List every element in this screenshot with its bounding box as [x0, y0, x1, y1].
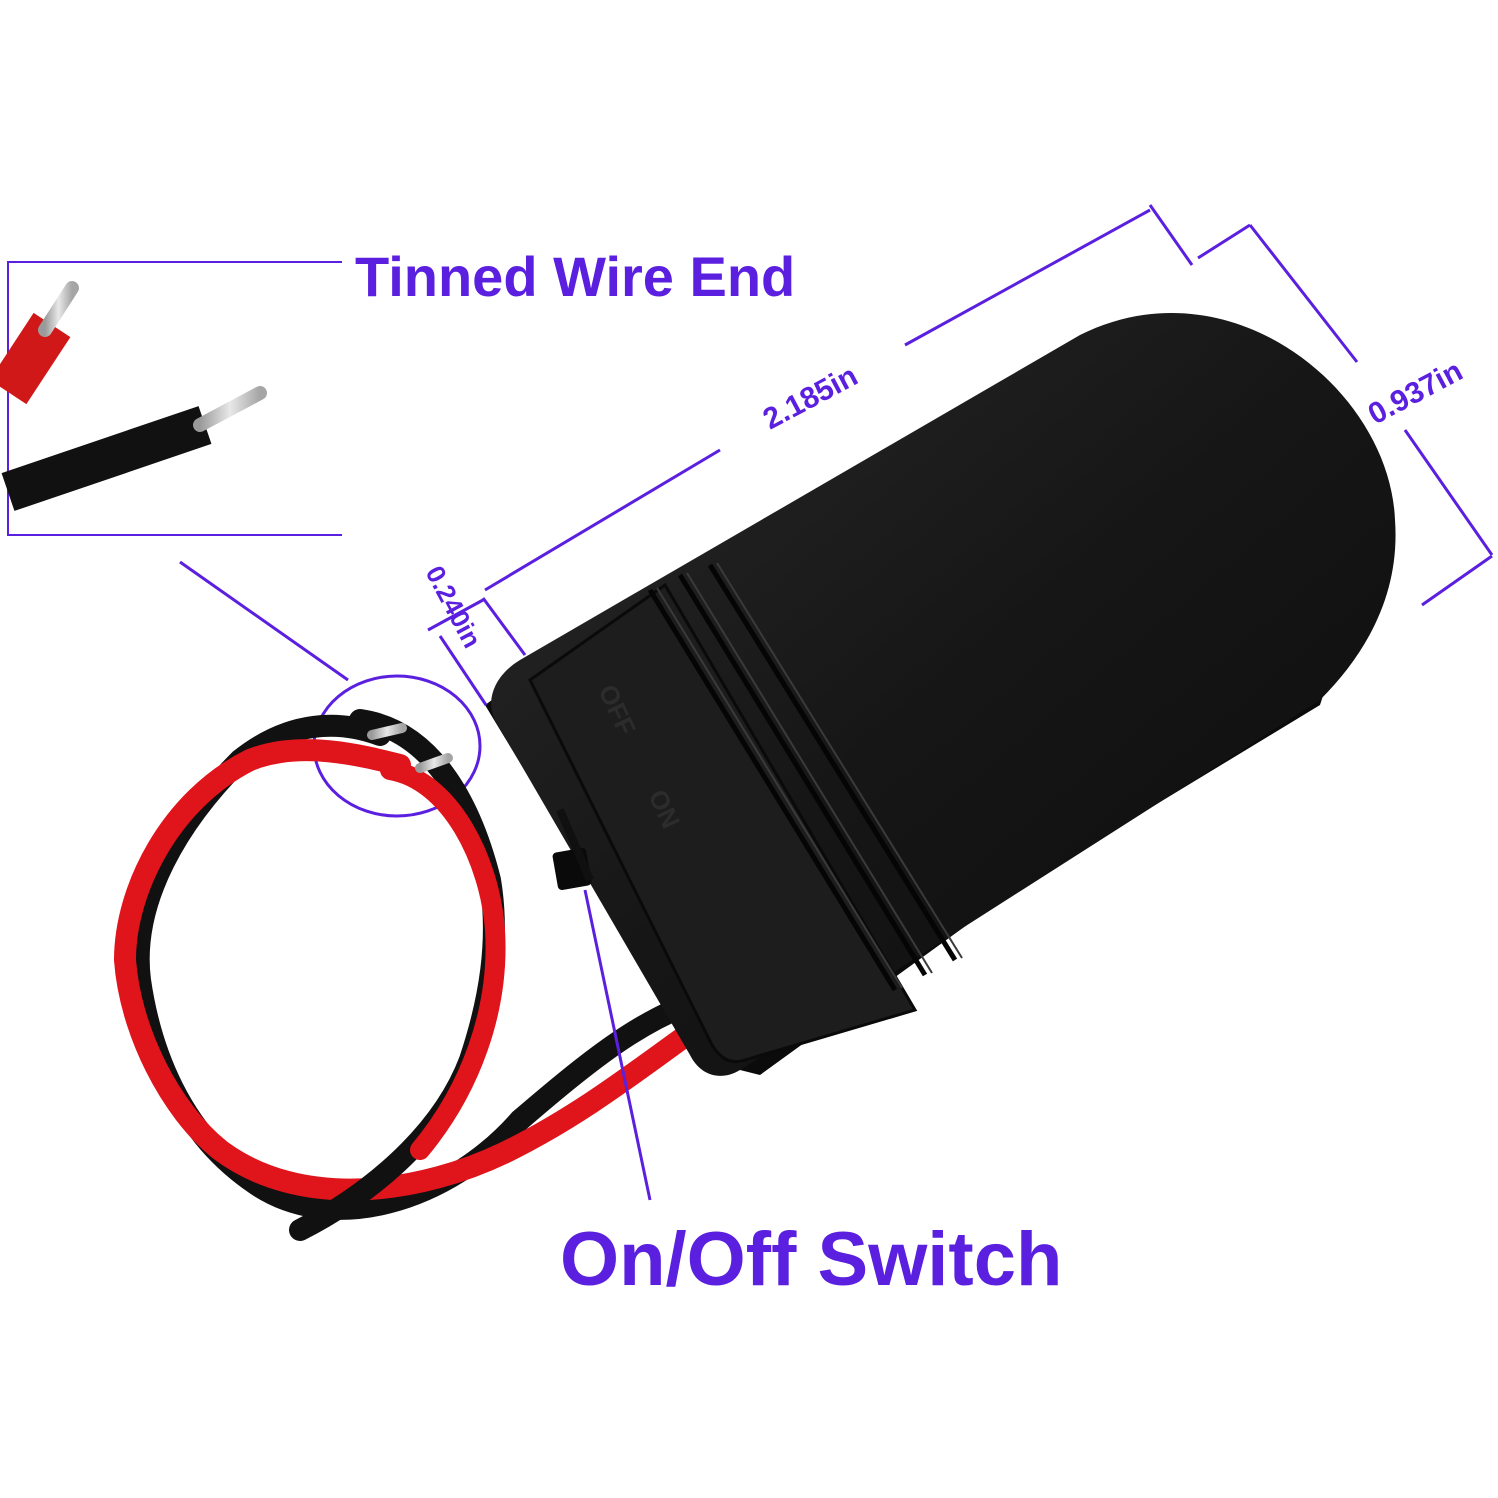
slide-switch-knob: [552, 808, 594, 891]
switch-cover-plate: [528, 582, 918, 1064]
width-dim-upper: [1197, 223, 1251, 260]
length-dim-upper: [904, 208, 1151, 347]
grip-ridges: [647, 563, 958, 992]
tinned-wire-inset: [0, 261, 342, 536]
length-dim-lower: [484, 448, 721, 592]
red-wire-top: [380, 760, 506, 1160]
width-dim-mid: [1248, 224, 1359, 363]
coin-cell-holder: OFF ON: [485, 312, 1396, 1076]
thickness-dimension-label: 0.240in: [420, 561, 488, 653]
wire-loop: [113, 709, 726, 1241]
thickness-ext-bottom: [438, 635, 488, 706]
inset-black-wire: [1, 386, 267, 511]
width-dim-lower: [1403, 429, 1494, 556]
length-dimension-label: 2.185in: [758, 359, 863, 436]
inset-pointer-line: [179, 560, 349, 682]
switch-pointer-line: [583, 889, 652, 1201]
inset-red-wire: [0, 281, 79, 405]
thickness-ext-top: [481, 597, 527, 656]
inset-frame: [7, 261, 342, 536]
thickness-bracket: [427, 598, 484, 632]
width-dimension-label: 0.937in: [1363, 354, 1468, 431]
tinned-wire-end-label: Tinned Wire End: [355, 245, 795, 308]
red-wire: [113, 739, 726, 1201]
black-wire-top: [289, 709, 505, 1241]
length-ext-right: [1148, 204, 1194, 266]
width-ext-lower: [1421, 554, 1493, 607]
dimension-lines: [427, 204, 1494, 706]
on-off-switch-label: On/Off Switch: [560, 1217, 1062, 1302]
